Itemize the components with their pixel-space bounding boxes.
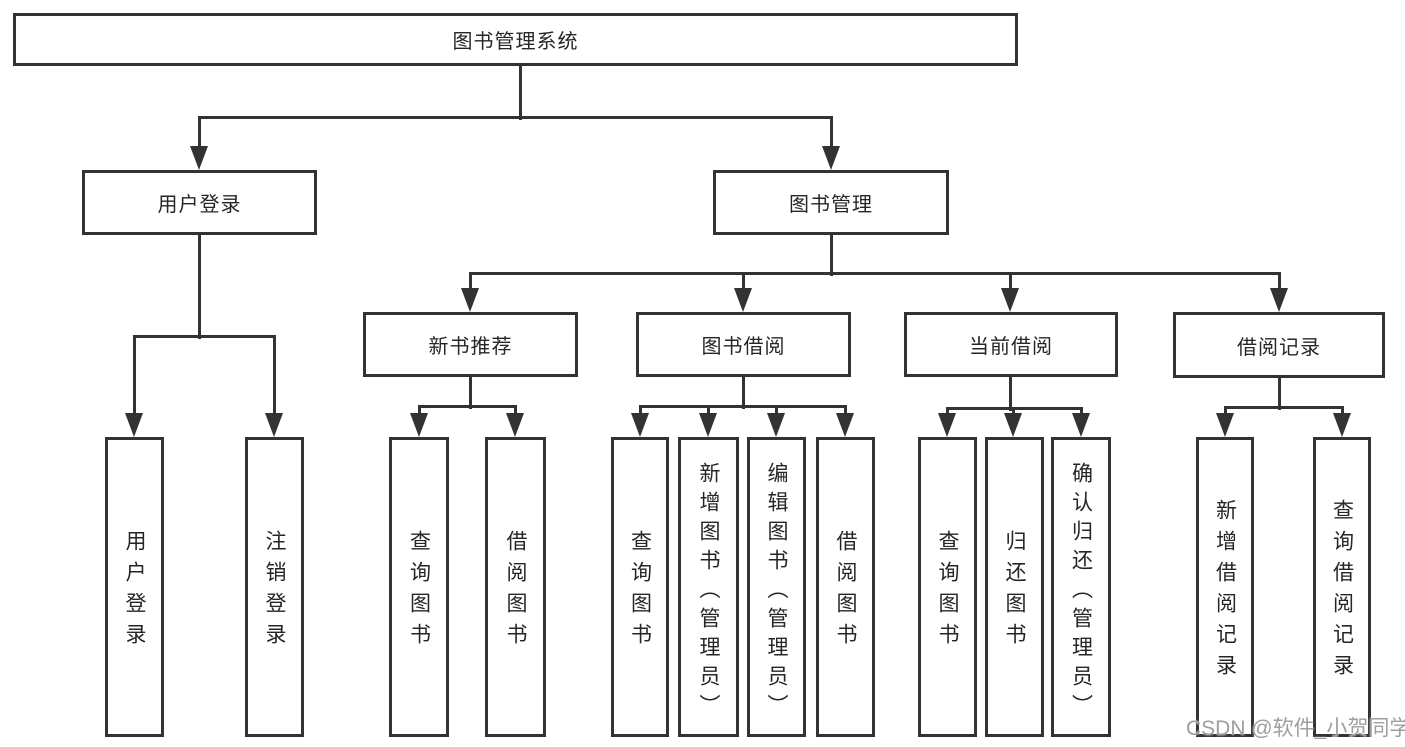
arrow-down-icon (822, 146, 840, 170)
node-book-management: 图书管理 (713, 170, 949, 235)
leaf-label: 新增借阅记录 (1213, 499, 1237, 685)
leaf-return-books: 归还图书 (985, 437, 1044, 737)
connector-line (132, 334, 276, 338)
arrow-down-icon (1004, 413, 1022, 437)
connector-line (518, 66, 522, 120)
leaf-borrow-books-borrowing: 借阅图书 (816, 437, 875, 737)
connector-line (1277, 377, 1281, 410)
leaf-label: 借阅图书 (834, 530, 857, 654)
node-label: 当前借阅 (969, 336, 1053, 358)
leaf-label: 查询图书 (936, 530, 959, 654)
connector-line (1223, 405, 1344, 409)
leaf-logout-login: 注销登录 (245, 437, 304, 737)
connector-line (706, 404, 710, 417)
node-library-management-system: 图书管理系统 (13, 13, 1018, 66)
arrow-down-icon (461, 288, 479, 312)
arrow-down-icon (836, 413, 854, 437)
arrow-down-icon (767, 413, 785, 437)
arrow-down-icon (1001, 288, 1019, 312)
arrow-down-icon (938, 413, 956, 437)
arrow-down-icon (190, 146, 208, 170)
node-label: 用户登录 (157, 194, 242, 216)
connector-line (197, 115, 833, 119)
connector-line (1223, 405, 1227, 417)
node-borrowing-records: 借阅记录 (1173, 312, 1385, 378)
node-label: 图书借阅 (701, 336, 786, 358)
connector-line (272, 334, 276, 417)
connector-line (1011, 406, 1015, 417)
connector-line (829, 235, 833, 276)
leaf-edit-books-admin: 编辑图书（管理员） (747, 437, 806, 737)
connector-line (513, 404, 517, 417)
connector-line (417, 404, 517, 408)
connector-line (1277, 271, 1281, 292)
leaf-label: 确认归还（管理员） (1069, 461, 1093, 723)
leaf-query-books-recommend: 查询图书 (389, 437, 449, 737)
leaf-user-login: 用户登录 (105, 437, 164, 737)
connector-line (417, 404, 421, 417)
leaf-label: 新增图书（管理员） (697, 461, 720, 723)
arrow-down-icon (699, 413, 717, 437)
connector-line (774, 404, 778, 417)
connector-line (843, 404, 847, 417)
leaf-label: 归还图书 (1003, 530, 1026, 654)
arrow-down-icon (734, 288, 752, 312)
watermark: CSDN @软件_小贺同学 (1186, 717, 1405, 740)
leaf-label: 用户登录 (123, 530, 146, 654)
connector-line (197, 115, 201, 150)
arrow-down-icon (265, 413, 283, 437)
connector-line (1079, 406, 1083, 417)
arrow-down-icon (125, 413, 143, 437)
arrow-down-icon (1270, 288, 1288, 312)
leaf-label: 查询图书 (407, 530, 431, 654)
arrow-down-icon (410, 413, 428, 437)
node-new-book-recommend: 新书推荐 (363, 312, 578, 377)
connector-line (468, 271, 1281, 275)
connector-line (468, 271, 472, 292)
arrow-down-icon (1072, 413, 1090, 437)
node-current-borrowing: 当前借阅 (904, 312, 1118, 377)
leaf-borrow-books-recommend: 借阅图书 (485, 437, 546, 737)
node-label: 图书管理系统 (452, 31, 579, 53)
leaf-label: 注销登录 (263, 530, 286, 654)
arrow-down-icon (506, 413, 524, 437)
connector-line (829, 115, 833, 150)
connector-line (638, 404, 642, 417)
connector-line (638, 404, 847, 408)
connector-line (741, 271, 745, 292)
connector-line (945, 406, 949, 417)
connector-line (197, 235, 201, 339)
leaf-label: 借阅图书 (504, 530, 527, 654)
node-label: 借阅记录 (1237, 336, 1321, 359)
arrow-down-icon (1333, 413, 1351, 437)
leaf-query-books-borrowing: 查询图书 (611, 437, 669, 737)
connector-line (741, 377, 745, 409)
leaf-add-borrow-record: 新增借阅记录 (1196, 437, 1254, 737)
arrow-down-icon (631, 413, 649, 437)
leaf-confirm-return-admin: 确认归还（管理员） (1051, 437, 1111, 737)
node-label: 新书推荐 (428, 336, 513, 358)
connector-line (132, 334, 136, 417)
node-user-login: 用户登录 (82, 170, 317, 235)
connector-line (468, 377, 472, 409)
connector-line (1340, 405, 1344, 417)
leaf-label: 编辑图书（管理员） (765, 461, 788, 723)
node-book-borrowing: 图书借阅 (636, 312, 851, 377)
leaf-add-books-admin: 新增图书（管理员） (678, 437, 739, 737)
leaf-query-borrow-record: 查询借阅记录 (1313, 437, 1371, 737)
connector-line (1008, 377, 1012, 411)
arrow-down-icon (1216, 413, 1234, 437)
connector-line (1008, 271, 1012, 292)
leaf-query-books-current: 查询图书 (918, 437, 977, 737)
leaf-label: 查询借阅记录 (1330, 499, 1354, 685)
node-label: 图书管理 (789, 194, 873, 216)
leaf-label: 查询图书 (628, 530, 652, 654)
